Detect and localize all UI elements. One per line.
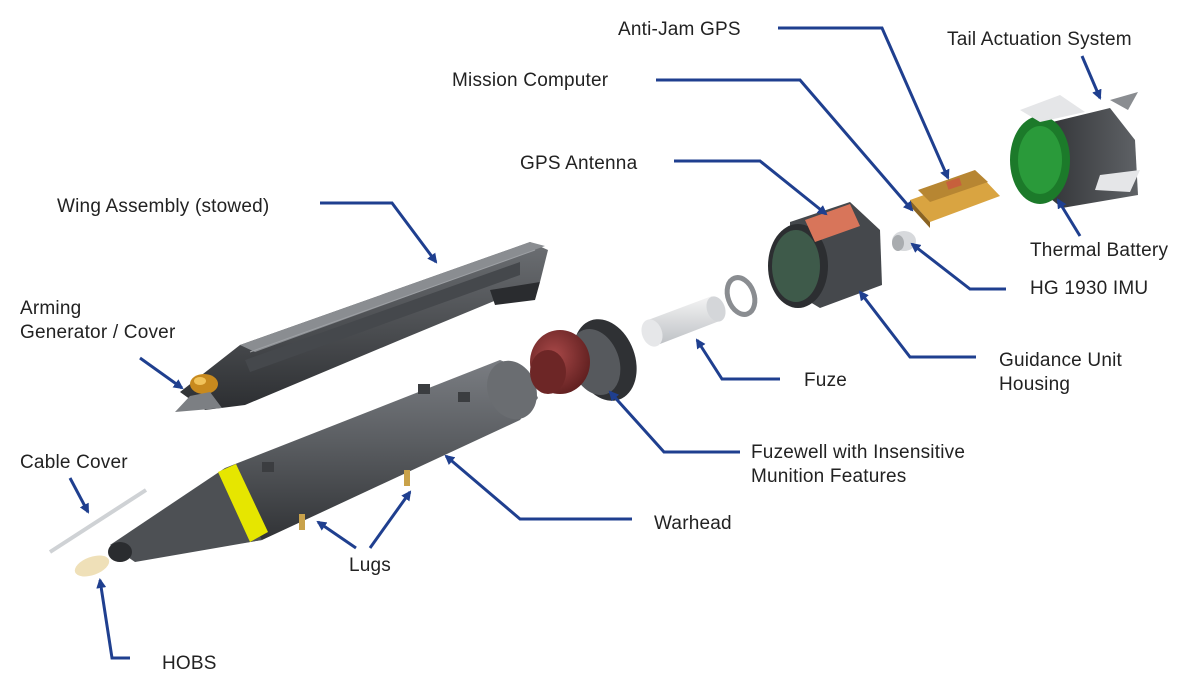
fuzewell — [530, 319, 637, 401]
guidance-unit-housing — [768, 202, 882, 308]
leader-hg1930-imu — [910, 242, 1006, 291]
fuze — [641, 296, 726, 347]
leader-mission-computer — [656, 78, 914, 212]
leader-gps-antenna — [674, 159, 828, 216]
label-fuze: Fuze — [804, 370, 848, 391]
label-fuzewell-line-2: Munition Features — [751, 466, 907, 487]
arming-generator — [175, 374, 222, 412]
cable-cover — [48, 488, 148, 554]
hobs-sensor — [74, 555, 110, 577]
label-cable-cover: Cable Cover — [20, 452, 128, 473]
leader-thermal-battery — [1056, 198, 1082, 237]
label-warhead: Warhead — [654, 513, 732, 534]
wing-assembly — [180, 242, 548, 410]
label-anti-jam-gps: Anti-Jam GPS — [618, 19, 741, 40]
label-tail-actuation-system: Tail Actuation System — [947, 29, 1132, 50]
hg1930-imu — [892, 231, 916, 251]
leader-hobs — [96, 578, 130, 660]
leader-lugs-right — [368, 490, 412, 549]
label-arming-generator-line-1: Arming — [20, 298, 82, 319]
leader-wing-assembly — [320, 201, 438, 264]
label-guidance-unit-line-2: Housing — [999, 374, 1071, 395]
retaining-ring — [724, 275, 758, 317]
leader-lugs-left — [316, 520, 357, 550]
leader-fuze — [695, 338, 780, 381]
label-lugs: Lugs — [349, 555, 392, 576]
leader-guidance-unit — [858, 290, 976, 359]
leader-arming-generator — [139, 356, 184, 390]
label-fuzewell: Fuzewell with Insensitive Munition Featu… — [751, 441, 965, 489]
label-mission-computer: Mission Computer — [452, 70, 609, 91]
leader-anti-jam-gps — [778, 26, 950, 180]
label-arming-generator: Arming Generator / Cover — [20, 297, 175, 345]
leader-warhead — [444, 454, 632, 521]
mission-computer-board — [910, 170, 1000, 228]
label-hobs: HOBS — [162, 653, 217, 674]
label-wing-assembly: Wing Assembly (stowed) — [57, 196, 270, 217]
leader-cable-cover — [68, 477, 90, 514]
label-arming-generator-line-2: Generator / Cover — [20, 322, 176, 343]
label-fuzewell-line-1: Fuzewell with Insensitive — [751, 442, 966, 463]
label-thermal-battery: Thermal Battery — [1030, 240, 1169, 261]
leader-lines — [68, 26, 1102, 660]
warhead-body — [108, 360, 538, 562]
label-guidance-unit-line-1: Guidance Unit — [999, 350, 1123, 371]
label-hg1930-imu: HG 1930 IMU — [1030, 278, 1149, 299]
leader-tail-actuation — [1080, 55, 1102, 100]
label-gps-antenna: GPS Antenna — [520, 153, 638, 174]
tail-actuation-system — [1010, 92, 1140, 208]
label-guidance-unit-housing: Guidance Unit Housing — [999, 349, 1122, 397]
leader-fuzewell — [608, 390, 740, 454]
